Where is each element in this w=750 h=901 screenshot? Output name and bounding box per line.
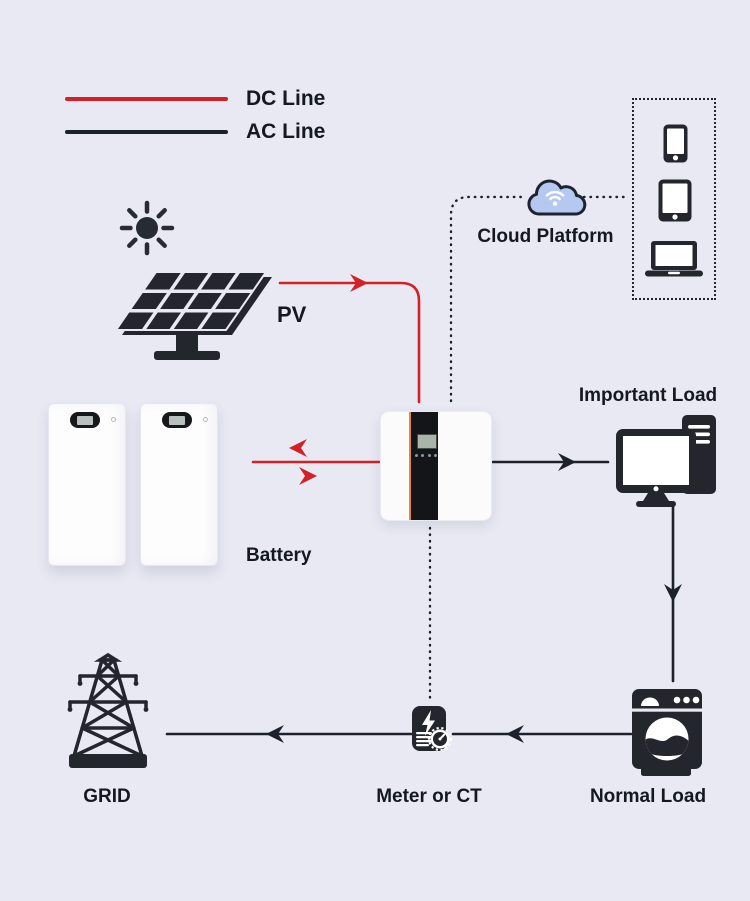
wifi-icon — [545, 190, 565, 206]
dc-line-sample — [65, 97, 228, 101]
dc-arrow-left-icon — [289, 439, 307, 457]
gauge-icon — [427, 726, 453, 752]
inverter-buttons — [415, 454, 437, 457]
battery-logo — [203, 417, 208, 422]
energy-meter-icon — [412, 706, 453, 752]
ac-arrow-left-icon — [266, 725, 284, 743]
dc-line-label: DC Line — [246, 87, 326, 110]
transmission-tower-icon — [67, 652, 149, 768]
inverter-icon — [380, 411, 492, 521]
cloud-platform-label: Cloud Platform — [477, 226, 614, 247]
ac-arrow-right-icon — [558, 453, 576, 471]
dc-line-pv-to-inverter — [278, 281, 421, 404]
cloud-devices-box — [632, 98, 716, 300]
battery-label: Battery — [246, 545, 312, 566]
dc-arrow-right-icon — [350, 274, 368, 292]
ac-line-sample — [65, 130, 228, 134]
inverter-display — [417, 434, 437, 449]
battery-logo — [111, 417, 116, 422]
cloud-wifi-icon — [527, 179, 587, 216]
normal-load-label: Normal Load — [589, 786, 707, 807]
meter-label: Meter or CT — [376, 786, 482, 807]
smartphone-icon — [663, 124, 688, 163]
solar-panel-icon — [114, 271, 272, 360]
battery-tower-icon — [48, 403, 126, 566]
battery-display — [70, 412, 100, 428]
laptop-icon — [645, 241, 703, 277]
washing-machine-icon — [632, 689, 702, 776]
important-load-label: Important Load — [578, 385, 718, 406]
inverter-front-panel — [409, 412, 438, 520]
grid-label: GRID — [83, 786, 131, 807]
desktop-computer-icon — [616, 415, 716, 507]
dc-arrow-right-icon — [299, 467, 317, 485]
ac-arrow-left-icon — [506, 725, 524, 743]
ac-arrow-down-icon — [664, 584, 682, 602]
ac-line-label: AC Line — [246, 120, 326, 143]
tablet-icon — [658, 179, 692, 222]
battery-tower-icon — [140, 403, 218, 566]
dotted-line-inverter-to-cloud — [449, 195, 528, 403]
battery-display — [162, 412, 192, 428]
sun-icon — [119, 200, 175, 256]
pv-label: PV — [277, 302, 307, 327]
